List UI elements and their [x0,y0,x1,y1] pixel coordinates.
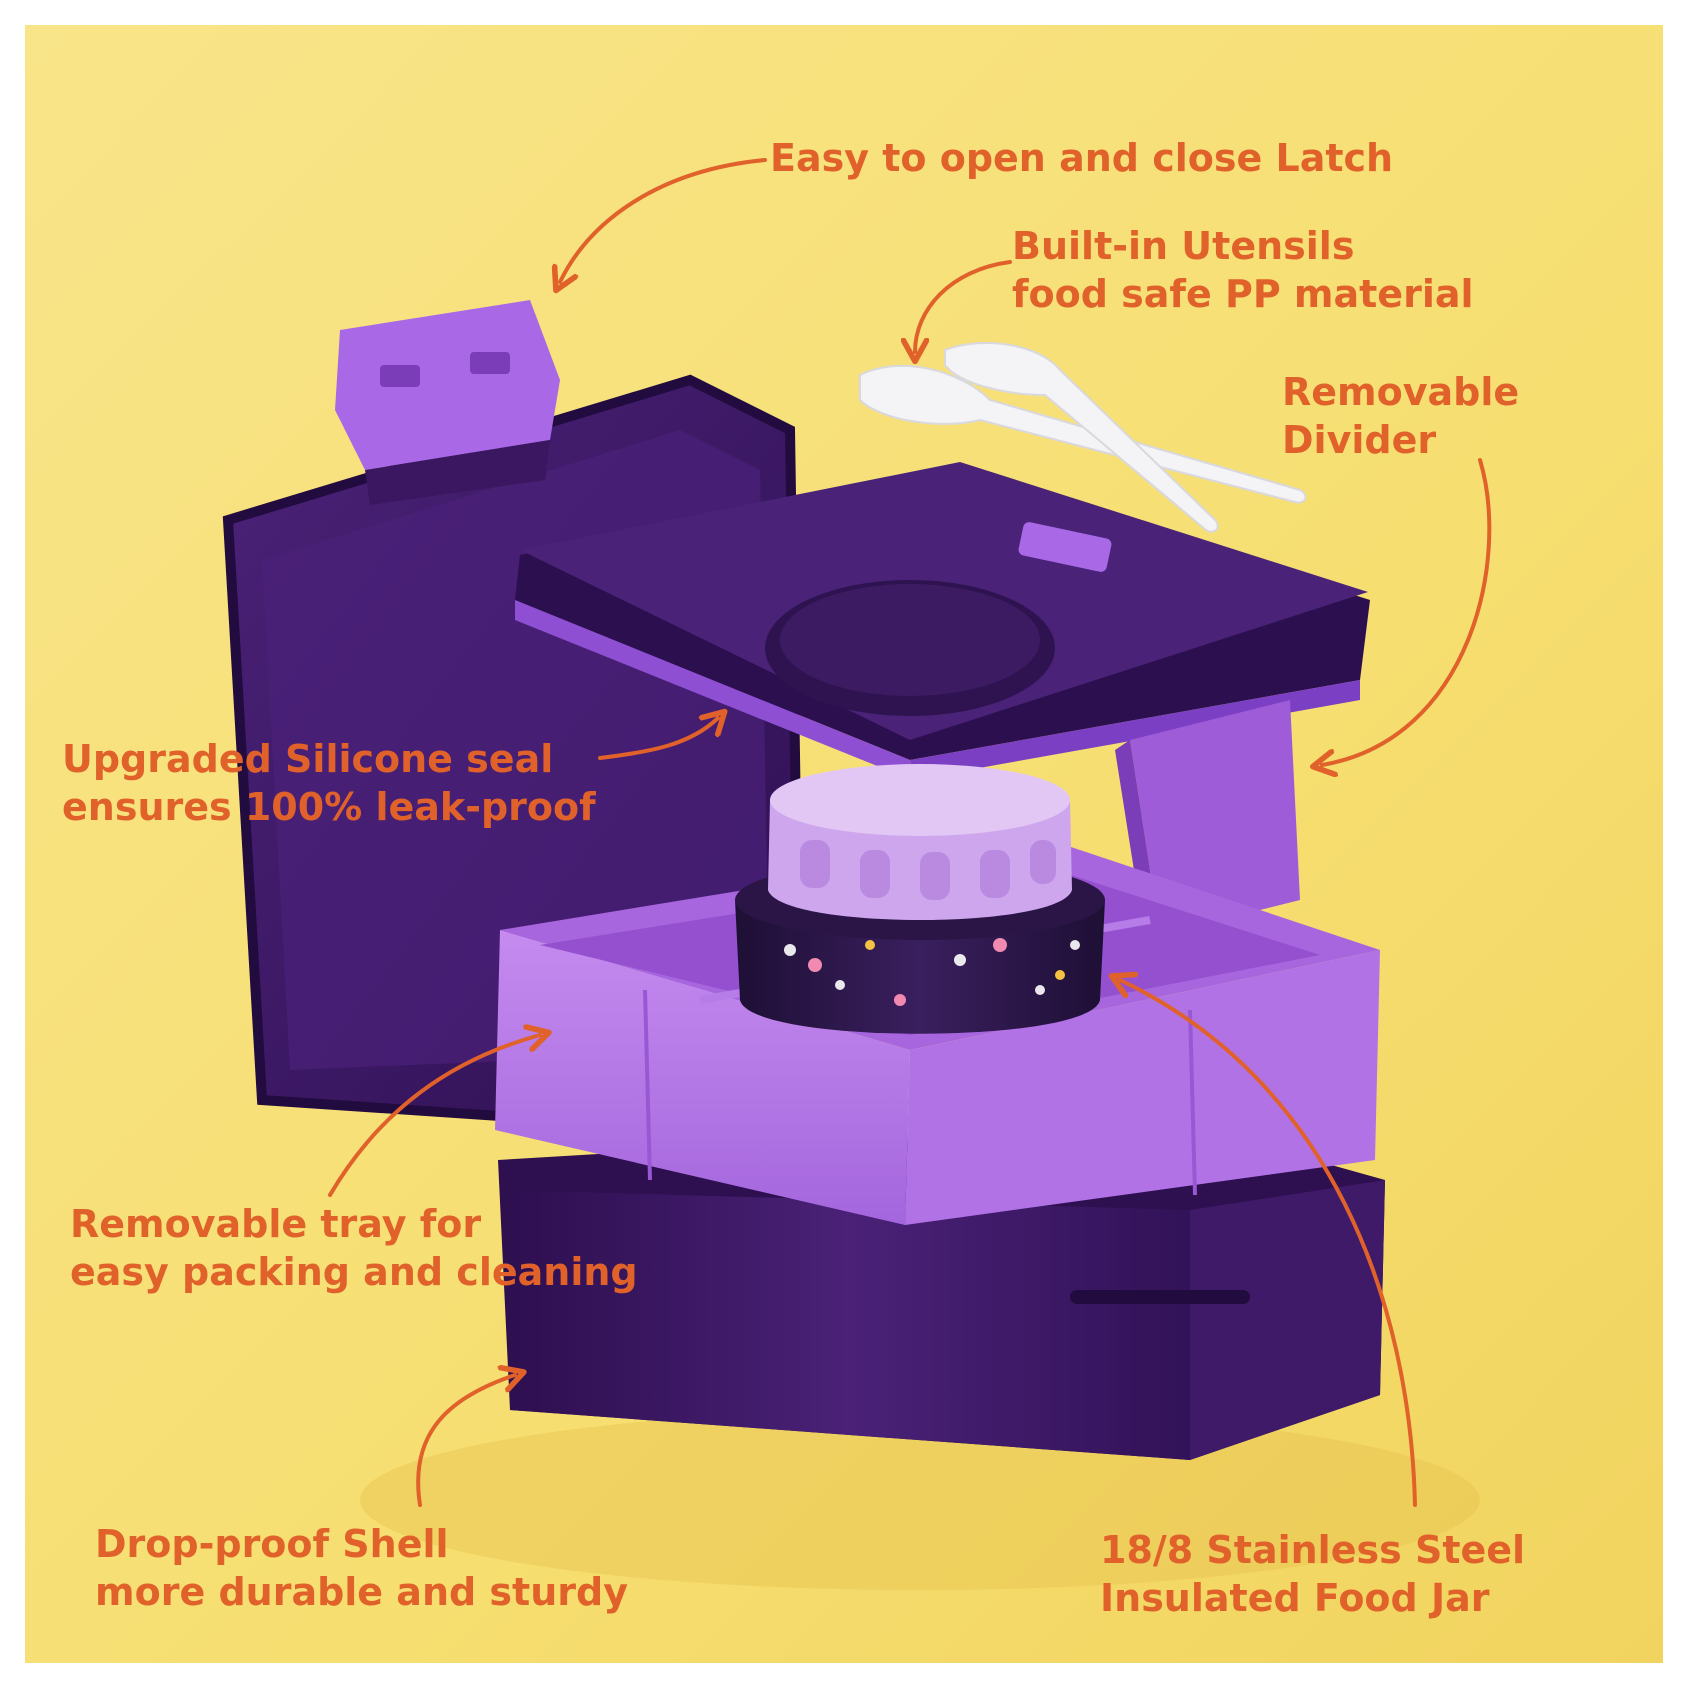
callout-jar: 18/8 Stainless Steel Insulated Food Jar [1100,1526,1525,1622]
callout-shell-line2: more durable and sturdy [95,1570,628,1614]
callout-shell-line1: Drop-proof Shell [95,1522,449,1566]
arrow-jar [1120,980,1417,1507]
callout-tray: Removable tray for easy packing and clea… [70,1200,638,1296]
callout-seal: Upgraded Silicone seal ensures 100% leak… [62,735,596,831]
callout-tray-line1: Removable tray for [70,1202,482,1246]
callout-jar-line2: Insulated Food Jar [1100,1576,1490,1620]
utensils [859,341,1307,533]
food-jar [735,764,1105,1034]
callout-seal-line2: ensures 100% leak-proof [62,785,596,829]
arrow-utensils [915,260,1012,352]
callout-latch-text: Easy to open and close Latch [770,136,1394,180]
callout-tray-line2: easy packing and cleaning [70,1250,638,1294]
lower-shell [498,1120,1385,1460]
arrow-latch [560,158,767,282]
callout-arrows [328,158,1492,1507]
callout-utensils-line2: food safe PP material [1012,272,1474,316]
callout-divider-line1: Removable [1282,370,1520,414]
latch [335,300,560,505]
arrow-divider [1322,458,1492,765]
callout-utensils: Built-in Utensils food safe PP material [1012,222,1474,318]
callout-utensils-line1: Built-in Utensils [1012,224,1355,268]
arrow-tray [328,1035,540,1197]
arrow-shell [416,1375,515,1507]
callout-shell: Drop-proof Shell more durable and sturdy [95,1520,628,1616]
arrow-seal [598,718,718,760]
inner-lid [515,462,1370,780]
callout-seal-line1: Upgraded Silicone seal [62,737,554,781]
callout-divider-line2: Divider [1282,418,1437,462]
callout-divider: Removable Divider [1282,368,1519,464]
callout-jar-line1: 18/8 Stainless Steel [1100,1528,1526,1572]
callout-latch: Easy to open and close Latch [770,134,1393,182]
